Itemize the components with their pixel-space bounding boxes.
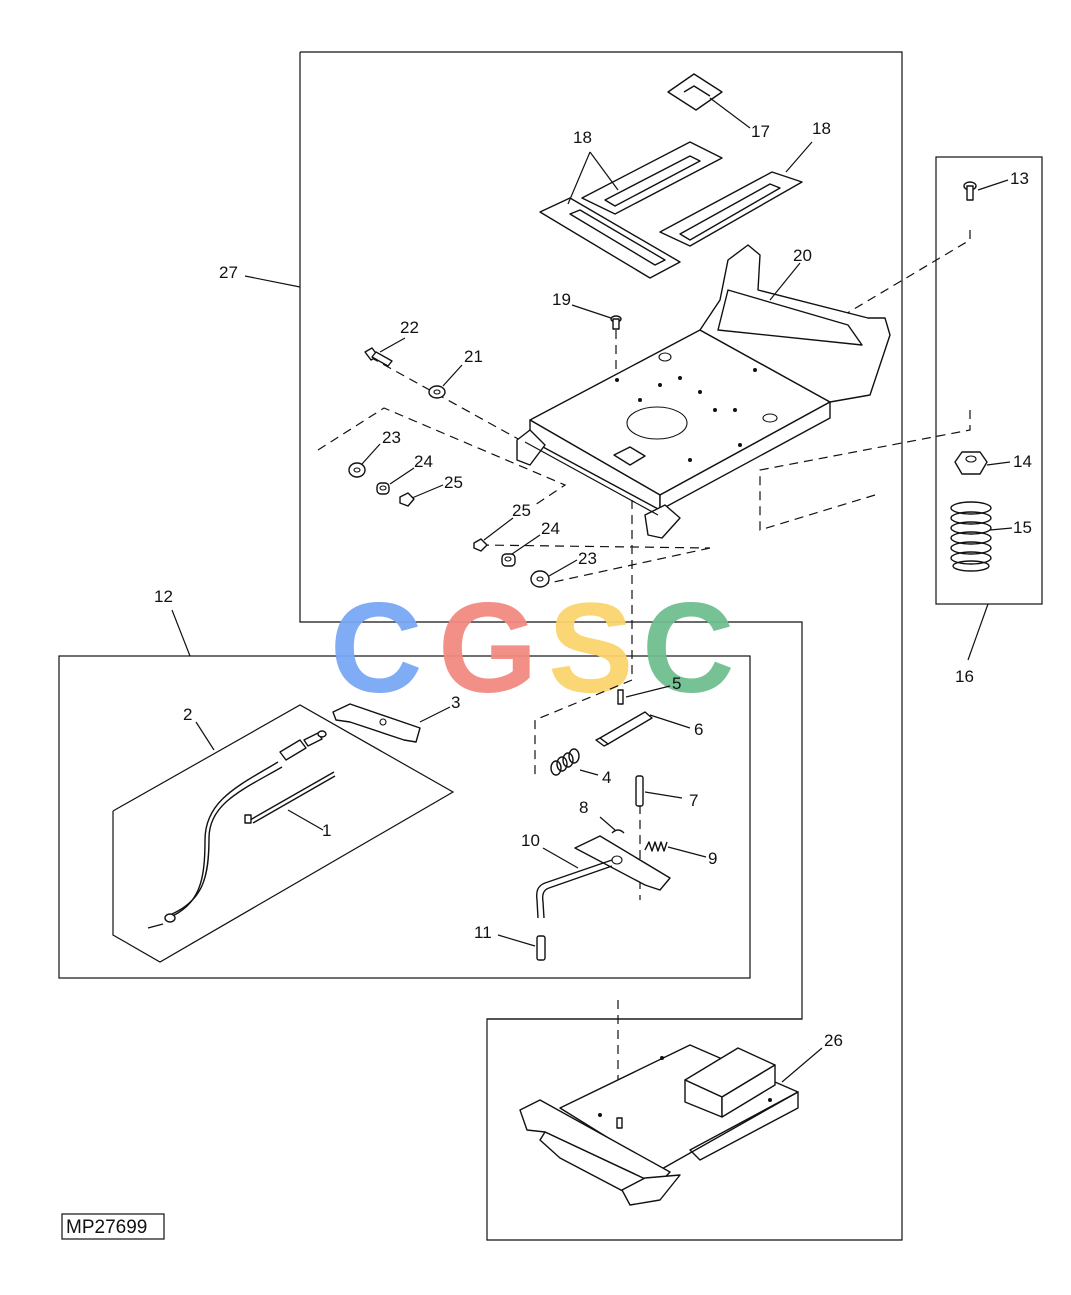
part-19-rivet xyxy=(610,315,622,330)
part-6-rod xyxy=(595,711,653,747)
callout-18a: 18 xyxy=(573,128,592,147)
part-5-pin xyxy=(617,689,624,705)
callout-22: 22 xyxy=(400,318,419,337)
callout-24b: 24 xyxy=(541,519,560,538)
callout-12: 12 xyxy=(154,587,173,606)
part-14-nut xyxy=(954,451,988,475)
part-2-cable-panel xyxy=(112,704,455,963)
callout-18b: 18 xyxy=(812,119,831,138)
part-22-bolt xyxy=(364,347,393,367)
callout-27: 27 xyxy=(219,263,238,282)
group-box-16 xyxy=(935,156,1043,605)
callout-5: 5 xyxy=(672,674,681,693)
part-8-clip xyxy=(611,829,625,834)
callout-8: 8 xyxy=(579,798,588,817)
callout-14: 14 xyxy=(1013,452,1032,471)
callout-11: 11 xyxy=(474,923,492,942)
part-18-strips xyxy=(539,141,803,279)
parts-23-24-25-lower xyxy=(473,538,550,588)
leader-lines xyxy=(171,97,1013,1083)
callout-21: 21 xyxy=(464,347,483,366)
callout-4: 4 xyxy=(602,768,611,787)
callout-3: 3 xyxy=(451,693,460,712)
callout-6: 6 xyxy=(694,720,703,739)
callout-9: 9 xyxy=(708,849,717,868)
part-15-spring xyxy=(950,501,992,572)
watermark-letter-c1: C xyxy=(330,577,422,720)
callout-16: 16 xyxy=(955,667,974,686)
callout-19: 19 xyxy=(552,290,571,309)
callout-7: 7 xyxy=(689,791,698,810)
callout-20: 20 xyxy=(793,246,812,265)
callout-1: 1 xyxy=(322,821,331,840)
parts-23-24-25-upper xyxy=(348,462,415,507)
callout-26: 26 xyxy=(824,1031,843,1050)
callout-23b: 23 xyxy=(578,549,597,568)
part-3-bracket xyxy=(332,703,421,743)
callout-10: 10 xyxy=(521,831,540,850)
part-13-screw xyxy=(963,181,977,201)
part-11-grip xyxy=(536,935,546,961)
callout-13: 13 xyxy=(1010,169,1029,188)
part-1-tie xyxy=(244,771,336,824)
callout-24a: 24 xyxy=(414,452,433,471)
watermark-letter-g: G xyxy=(438,577,538,720)
part-21-washer xyxy=(428,385,446,399)
part-9-spring xyxy=(644,841,668,852)
part-20-seat-plate xyxy=(516,244,891,539)
part-17-decal xyxy=(667,73,723,111)
reference-label: MP27699 xyxy=(66,1217,147,1238)
part-26-lower-frame xyxy=(519,1044,799,1206)
watermark-letter-c2: C xyxy=(642,577,734,720)
part-7-pin xyxy=(635,775,644,807)
callout-2: 2 xyxy=(183,705,192,724)
group-boxes xyxy=(58,51,1043,1241)
part-4-spring xyxy=(550,748,580,776)
callout-15: 15 xyxy=(1013,518,1032,537)
part-10-lever xyxy=(536,835,671,919)
cgsc-watermark: C G S C xyxy=(330,577,734,720)
group-box-12 xyxy=(58,655,751,979)
callout-numbers: 1 2 3 4 5 6 7 8 9 10 11 12 13 14 15 16 1… xyxy=(154,119,1032,1050)
reference-box: MP27699 xyxy=(61,1213,165,1240)
callout-17: 17 xyxy=(751,122,770,141)
callout-25a: 25 xyxy=(444,473,463,492)
callout-23a: 23 xyxy=(382,428,401,447)
callout-25b: 25 xyxy=(512,501,531,520)
